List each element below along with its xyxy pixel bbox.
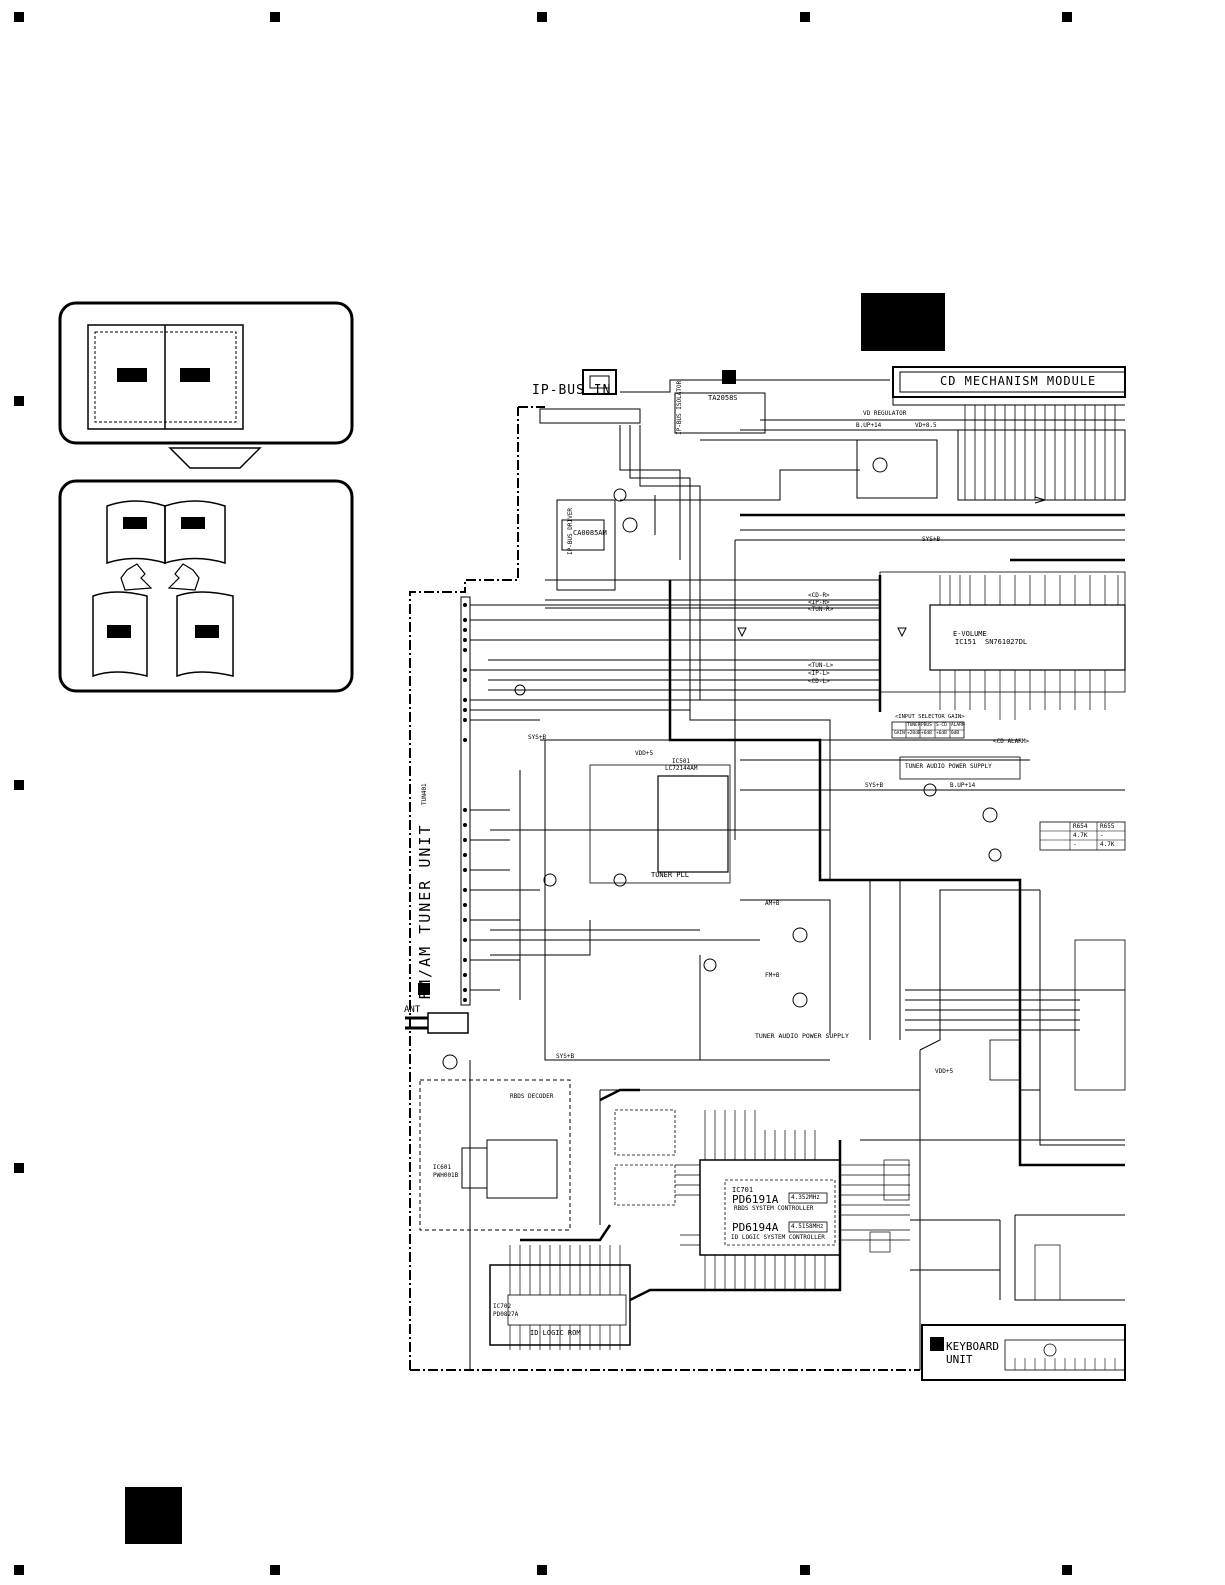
e-volume-ic: IC151 bbox=[955, 638, 977, 646]
page-marker bbox=[125, 1487, 182, 1544]
am-b-label: AM+B bbox=[765, 900, 780, 907]
ip-bus-driver-part: CA0085AM bbox=[573, 529, 607, 537]
sys-b-label: SYS+B bbox=[865, 782, 884, 789]
resistor-table-header: R655 bbox=[1100, 823, 1115, 830]
sys-b-label: SYS+B bbox=[556, 1053, 575, 1060]
registration-mark bbox=[270, 12, 280, 22]
gain-table-value: +6dB bbox=[921, 731, 932, 736]
controller-desc-b: ID LOGIC SYSTEM CONTROLLER bbox=[731, 1234, 825, 1241]
vd-b-label: VD+8.5 bbox=[915, 422, 937, 429]
signal-tun-r: <TUN-R> bbox=[808, 606, 834, 613]
registration-mark bbox=[1062, 12, 1072, 22]
resistor-table-cell: - bbox=[1073, 841, 1077, 848]
tuner-pll-label: TUNER PLL bbox=[651, 871, 689, 879]
controller-freq-a: 4.352MHz bbox=[791, 1194, 820, 1201]
signal-ip-l: <IP-L> bbox=[808, 670, 830, 677]
registration-mark bbox=[537, 1565, 547, 1575]
sys-b-label: SYS+B bbox=[922, 536, 941, 543]
gain-table-header-tuner: TUNER bbox=[907, 723, 921, 728]
pll-ic-ref: IC501 bbox=[672, 758, 691, 765]
pll-ic-part: LC72144AM bbox=[665, 765, 698, 772]
controller-desc-a: RBDS SYSTEM CONTROLLER bbox=[734, 1205, 814, 1212]
resistor-table-cell: 4.7K bbox=[1100, 841, 1115, 848]
tuner-ref-label: TUN401 bbox=[421, 783, 428, 805]
ip-bus-in-label: IP-BUS IN bbox=[532, 383, 612, 398]
b-up14-label: B.UP+14 bbox=[950, 782, 976, 789]
page-layout-diagram bbox=[58, 301, 354, 693]
registration-mark bbox=[270, 1565, 280, 1575]
keyboard-unit-line2: UNIT bbox=[946, 1353, 973, 1366]
controller-ic-ref: IC701 bbox=[732, 1186, 754, 1194]
gain-table-header-scd: S-CD bbox=[936, 723, 947, 728]
tuner-audio-ps-label: TUNER AUDIO POWER SUPPLY bbox=[755, 1032, 849, 1040]
e-volume-part: SN761027DL bbox=[985, 638, 1028, 646]
signal-cd-l: <CD-L> bbox=[808, 678, 830, 685]
rom-desc: ID LOGIC ROM bbox=[530, 1329, 581, 1337]
registration-mark bbox=[537, 12, 547, 22]
b-up14-label: B.UP+14 bbox=[856, 422, 882, 429]
registration-mark bbox=[14, 1163, 24, 1173]
rom-ic-ref: IC702 bbox=[493, 1303, 512, 1310]
signal-tun-l: <TUN-L> bbox=[808, 662, 834, 669]
page-marker bbox=[861, 293, 945, 351]
rbds-ic-ref: IC601 bbox=[433, 1164, 452, 1171]
keyboard-unit-line1: KEYBOARD bbox=[946, 1340, 999, 1353]
registration-mark bbox=[800, 1565, 810, 1575]
registration-mark bbox=[800, 12, 810, 22]
tuner-unit-label: FM/AM TUNER UNIT bbox=[416, 823, 434, 1001]
resistor-table-cell: 4.7K bbox=[1073, 832, 1088, 839]
gain-table-header-pbus: PBUS bbox=[921, 723, 932, 728]
tuner-audio-ps-label: TUNER AUDIO POWER SUPPLY bbox=[905, 763, 992, 770]
vdd5-label: VDD+5 bbox=[635, 750, 654, 757]
controller-part-b: PD6194A bbox=[732, 1221, 779, 1234]
sys-b-label: SYS+B bbox=[528, 734, 547, 741]
signal-cd-r: <CD-R> bbox=[808, 592, 830, 599]
vd-regulator-label: VD REGULATOR bbox=[863, 410, 907, 417]
resistor-table-header: R654 bbox=[1073, 823, 1088, 830]
resistor-table-cell: - bbox=[1100, 832, 1104, 839]
gain-table-header-alarm: ALARM bbox=[951, 723, 965, 728]
signal-cd-alarm: <CD ALARM> bbox=[993, 738, 1030, 745]
registration-mark bbox=[14, 780, 24, 790]
fm-b-label: FM+B bbox=[765, 972, 780, 979]
registration-mark bbox=[1062, 1565, 1072, 1575]
e-volume-label: E-VOLUME bbox=[953, 630, 987, 638]
gain-table-value: +20dB bbox=[907, 731, 921, 736]
cd-mechanism-module-label: CD MECHANISM MODULE bbox=[940, 374, 1097, 388]
registration-mark bbox=[14, 1565, 24, 1575]
tuner-unit-marker bbox=[418, 983, 430, 995]
registration-mark bbox=[14, 396, 24, 406]
gain-table-value: +6dB bbox=[936, 731, 947, 736]
controller-freq-b: 4.5158MHz bbox=[791, 1223, 824, 1230]
controller-part-a: PD6191A bbox=[732, 1193, 779, 1206]
ant-label: ANT bbox=[404, 1005, 421, 1015]
rom-ic-part: PD0827A bbox=[493, 1311, 519, 1318]
ip-bus-isolator-part: TA2058S bbox=[708, 394, 738, 402]
registration-mark bbox=[14, 12, 24, 22]
rbds-decoder-label: RBDS DECODER bbox=[510, 1093, 554, 1100]
gain-table-row-label: GAIN bbox=[894, 731, 905, 736]
rbds-ic-part: PWH001B bbox=[433, 1172, 459, 1179]
signal-ip-r: <IP-R> bbox=[808, 599, 830, 606]
gain-table-value: 0dB bbox=[951, 731, 960, 736]
input-selector-gain-label: <INPUT SELECTOR GAIN> bbox=[895, 714, 965, 720]
ip-bus-isolator-label: IP-BUS ISOLATOR bbox=[676, 380, 683, 435]
vdd5-label: VDD+5 bbox=[935, 1068, 954, 1075]
